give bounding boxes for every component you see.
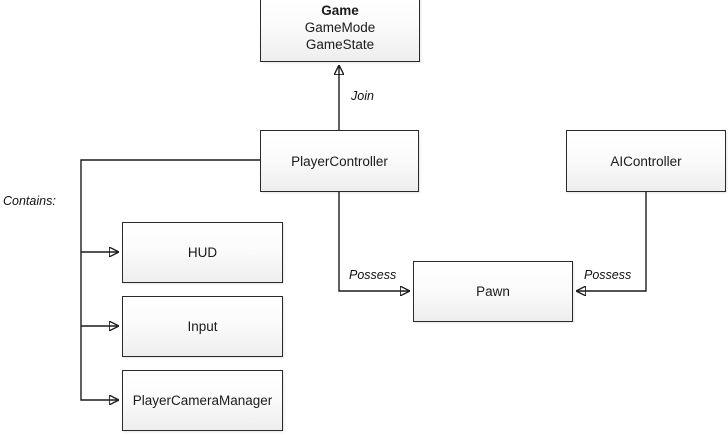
label-join: Join: [351, 89, 374, 103]
label-possess-player: Possess: [349, 268, 397, 282]
node-pawn-label: Pawn: [476, 284, 510, 299]
node-game-title: Game: [321, 2, 359, 18]
label-possess-ai: Possess: [584, 268, 632, 282]
label-contains: Contains:: [3, 194, 56, 208]
node-player-camera-manager-label: PlayerCameraManager: [132, 393, 273, 408]
node-input[interactable]: Input: [122, 296, 283, 357]
node-ai-controller[interactable]: AIController: [566, 130, 726, 192]
node-game[interactable]: Game GameMode GameState: [260, 0, 420, 62]
node-ai-controller-label: AIController: [610, 153, 682, 169]
node-pawn[interactable]: Pawn: [413, 261, 573, 322]
node-hud-label: HUD: [187, 245, 218, 260]
node-game-line3: GameState: [305, 36, 375, 52]
node-player-camera-manager[interactable]: PlayerCameraManager: [122, 370, 283, 431]
node-input-label: Input: [187, 319, 218, 334]
node-game-line2: GameMode: [304, 19, 376, 35]
node-player-controller-label: PlayerController: [291, 153, 388, 169]
node-hud[interactable]: HUD: [122, 222, 283, 283]
node-player-controller[interactable]: PlayerController: [260, 130, 419, 192]
